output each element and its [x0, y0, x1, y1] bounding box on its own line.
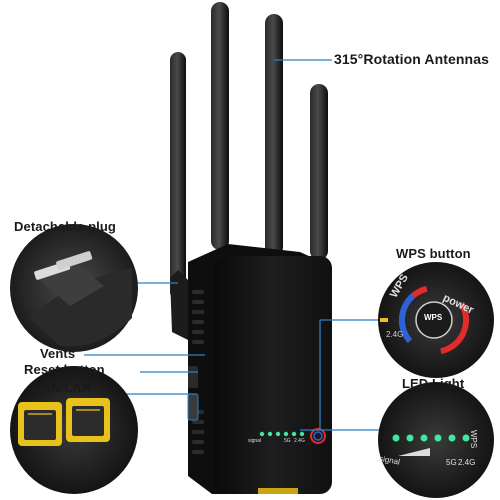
- antenna-3: [265, 14, 283, 256]
- label-wps-button: WPS button: [396, 246, 471, 261]
- wps-24g-text: 2.4G: [386, 330, 404, 339]
- led-24g-text: 2.4G: [458, 458, 476, 467]
- zoom-led: [378, 382, 494, 498]
- label-wan-lan: WAN/LAN: [30, 380, 92, 395]
- label-led-light: LED Light: [402, 376, 465, 391]
- zoom-wps: [378, 262, 494, 378]
- router-body: [187, 244, 332, 494]
- zoom-ethernet: [10, 366, 138, 494]
- led-wps-text: WPS: [469, 430, 478, 449]
- label-reset-button: Reset button: [24, 362, 105, 377]
- callout-lines: [84, 59, 384, 431]
- label-detachable-plug: Detachable plug: [14, 219, 116, 234]
- label-antennas: 315°Rotation Antennas: [334, 51, 489, 67]
- device-24g-text: 2.4G: [294, 438, 305, 444]
- device-signal-text: signal: [248, 438, 262, 444]
- antenna-2: [211, 2, 229, 250]
- label-vents: Vents: [40, 346, 76, 361]
- antenna-1: [170, 52, 186, 300]
- led-5g-text: 5G: [446, 458, 457, 467]
- wps-center-text: WPS: [424, 313, 443, 322]
- zoom-plug: [10, 224, 138, 352]
- device-5g-text: 5G: [284, 438, 291, 444]
- antenna-4: [310, 84, 328, 260]
